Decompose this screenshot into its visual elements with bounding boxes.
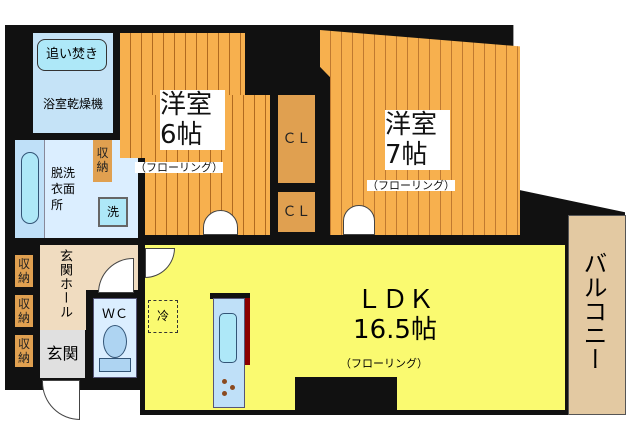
balcony: バルコニー [568, 215, 626, 415]
floor-type: （フローリング） [340, 357, 428, 370]
door-wc[interactable] [98, 258, 134, 293]
entrance: 玄関 [40, 330, 85, 378]
storage-1[interactable]: 収納 [15, 255, 33, 287]
door-western-7[interactable] [343, 205, 375, 235]
closet-1[interactable]: ＣＬ [278, 95, 315, 183]
toilet-icon [103, 325, 127, 358]
washroom: 脱洗 衣面 所 洗 [15, 140, 138, 238]
hall-label: 玄関ホール [57, 249, 72, 319]
room-title: ＬＤＫ [355, 285, 434, 315]
room-title: 洋室 [160, 90, 213, 120]
room-size: 16.5帖 [353, 315, 437, 345]
door-western-6[interactable] [203, 210, 238, 235]
bath-dryer-label: 浴室乾燥機 [42, 97, 103, 111]
washer-space: 洗 [98, 197, 128, 227]
storage-2[interactable]: 収納 [15, 295, 33, 327]
room-title: 洋室 [385, 110, 438, 140]
balcony-label: バルコニー [579, 251, 607, 371]
floor-type: （フローリング） [367, 179, 455, 192]
bathtub-icon [21, 152, 39, 224]
reheat-bathtub: 追い焚き [37, 39, 107, 71]
room-size: 6帖 [160, 120, 203, 150]
fridge-space: 冷 [148, 300, 178, 333]
wc-label: ＷＣ [101, 307, 128, 322]
kitchen-counter [213, 298, 245, 408]
closet-2[interactable]: ＣＬ [278, 192, 315, 232]
storage-3[interactable]: 収納 [15, 335, 33, 367]
washroom-label: 脱洗 衣面 所 [51, 166, 76, 212]
floor-type: （フローリング） [135, 161, 223, 174]
room-size: 7帖 [385, 140, 428, 170]
bathroom: 追い焚き 浴室乾燥機 [33, 33, 113, 133]
wc: ＷＣ [93, 298, 137, 378]
sink-icon [219, 313, 237, 363]
washroom-storage: 収納 [93, 140, 112, 182]
kitchen-wall [245, 298, 250, 365]
stove-icon [222, 379, 227, 384]
